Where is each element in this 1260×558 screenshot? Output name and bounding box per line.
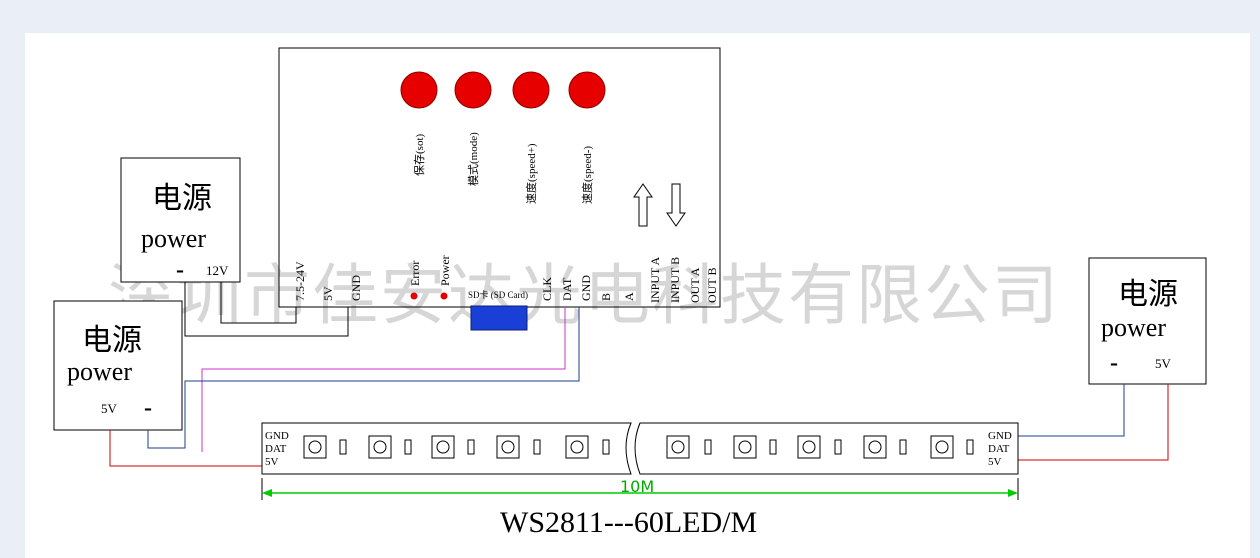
length-dimension: 10M — [261, 477, 1019, 500]
pin-input-b: INPUT B — [668, 257, 682, 303]
wire-12v-positive — [220, 282, 297, 324]
pin-out-a: OUT A — [688, 267, 702, 303]
power-left-title-en: power — [67, 357, 132, 386]
diagram-panel — [25, 33, 1250, 558]
pin-a: A — [622, 292, 636, 301]
power-supply-12v — [120, 157, 241, 283]
led-chip — [496, 435, 541, 459]
strip-right-pin-5v: 5V — [988, 456, 1002, 468]
led-chip — [733, 435, 777, 459]
save-button-label: 保存(sot) — [412, 134, 426, 176]
save-button[interactable] — [400, 71, 438, 109]
wire-gnd-left — [147, 307, 580, 449]
power-right-voltage: 5V — [1155, 356, 1172, 371]
led-chip — [797, 435, 842, 459]
controller-buttons: 保存(sot) 模式(mode) 速度(speed+) 速度(speed-) — [400, 71, 606, 204]
indicator-error-label: Error — [408, 261, 422, 286]
led-strip: GND DAT 5V GND DAT 5V — [261, 422, 1019, 475]
led-chip — [303, 435, 347, 459]
power-right-title-cn: 电源 — [1118, 277, 1178, 312]
power-left-title-cn: 电源 — [82, 323, 142, 358]
arrow-up-icon — [633, 183, 653, 227]
indicator-power-label: Power — [438, 255, 452, 286]
length-label: 10M — [620, 477, 654, 496]
wire-5v-left — [109, 430, 262, 467]
wire-5v-right — [1018, 384, 1169, 461]
power-12v-title-cn: 电源 — [152, 181, 212, 216]
led-chip — [863, 435, 907, 459]
model-label: WS2811---60LED/M — [500, 506, 757, 539]
strip-right-pin-dat: DAT — [988, 443, 1010, 455]
watermark: 深圳市佳安达光电科技有限公司 — [108, 257, 1060, 334]
strip-left-pin-dat: DAT — [265, 443, 287, 455]
power-left-voltage: 5V — [101, 401, 118, 416]
wire-12v-ground — [184, 282, 349, 337]
power-supply-right-5v — [1088, 257, 1207, 385]
led-chip — [431, 435, 475, 459]
led-chip — [565, 435, 610, 459]
power-right-title-en: power — [1101, 313, 1166, 342]
led-chip — [368, 435, 412, 459]
pin-gnd: GND — [349, 275, 363, 301]
speed-up-button[interactable] — [512, 71, 550, 109]
sd-card-slot — [470, 305, 528, 331]
mode-button-label: 模式(mode) — [467, 132, 480, 186]
pin-gnd-data: GND — [579, 275, 593, 301]
pin-power-in: 7.5-24V — [293, 261, 307, 301]
power-led-icon — [440, 292, 448, 300]
pin-input-a: INPUT A — [648, 257, 662, 303]
speed-down-button[interactable] — [568, 71, 606, 109]
power-12v-voltage: 12V — [206, 263, 229, 278]
mode-button[interactable] — [454, 71, 492, 109]
pin-dat: DAT — [560, 277, 574, 301]
power-right-minus: - — [1110, 350, 1118, 376]
pin-b: B — [599, 293, 613, 301]
error-led-icon — [410, 292, 418, 300]
wires — [109, 282, 1169, 467]
power-left-minus: - — [144, 395, 152, 421]
speed-down-label: 速度(speed-) — [580, 146, 594, 204]
strip-left-pin-5v: 5V — [265, 456, 279, 468]
sd-card-label: SD卡 (SD Card) — [468, 289, 528, 300]
pin-out-b: OUT B — [705, 268, 719, 303]
led-chip — [930, 435, 974, 459]
arrow-down-icon — [666, 183, 686, 227]
power-12v-minus: - — [176, 257, 184, 283]
wire-data — [201, 307, 566, 452]
led-strip-right-segment — [634, 422, 1019, 475]
strip-right-pin-gnd: GND — [988, 430, 1012, 442]
wire-gnd-right — [1018, 384, 1125, 437]
pin-clk: CLK — [540, 277, 554, 301]
led-chip — [666, 435, 712, 459]
speed-up-label: 速度(speed+) — [524, 143, 538, 204]
power-supply-left-5v — [53, 300, 183, 431]
power-12v-title-en: power — [141, 224, 206, 253]
strip-left-pin-gnd: GND — [265, 430, 289, 442]
pin-5v: 5V — [321, 286, 335, 301]
